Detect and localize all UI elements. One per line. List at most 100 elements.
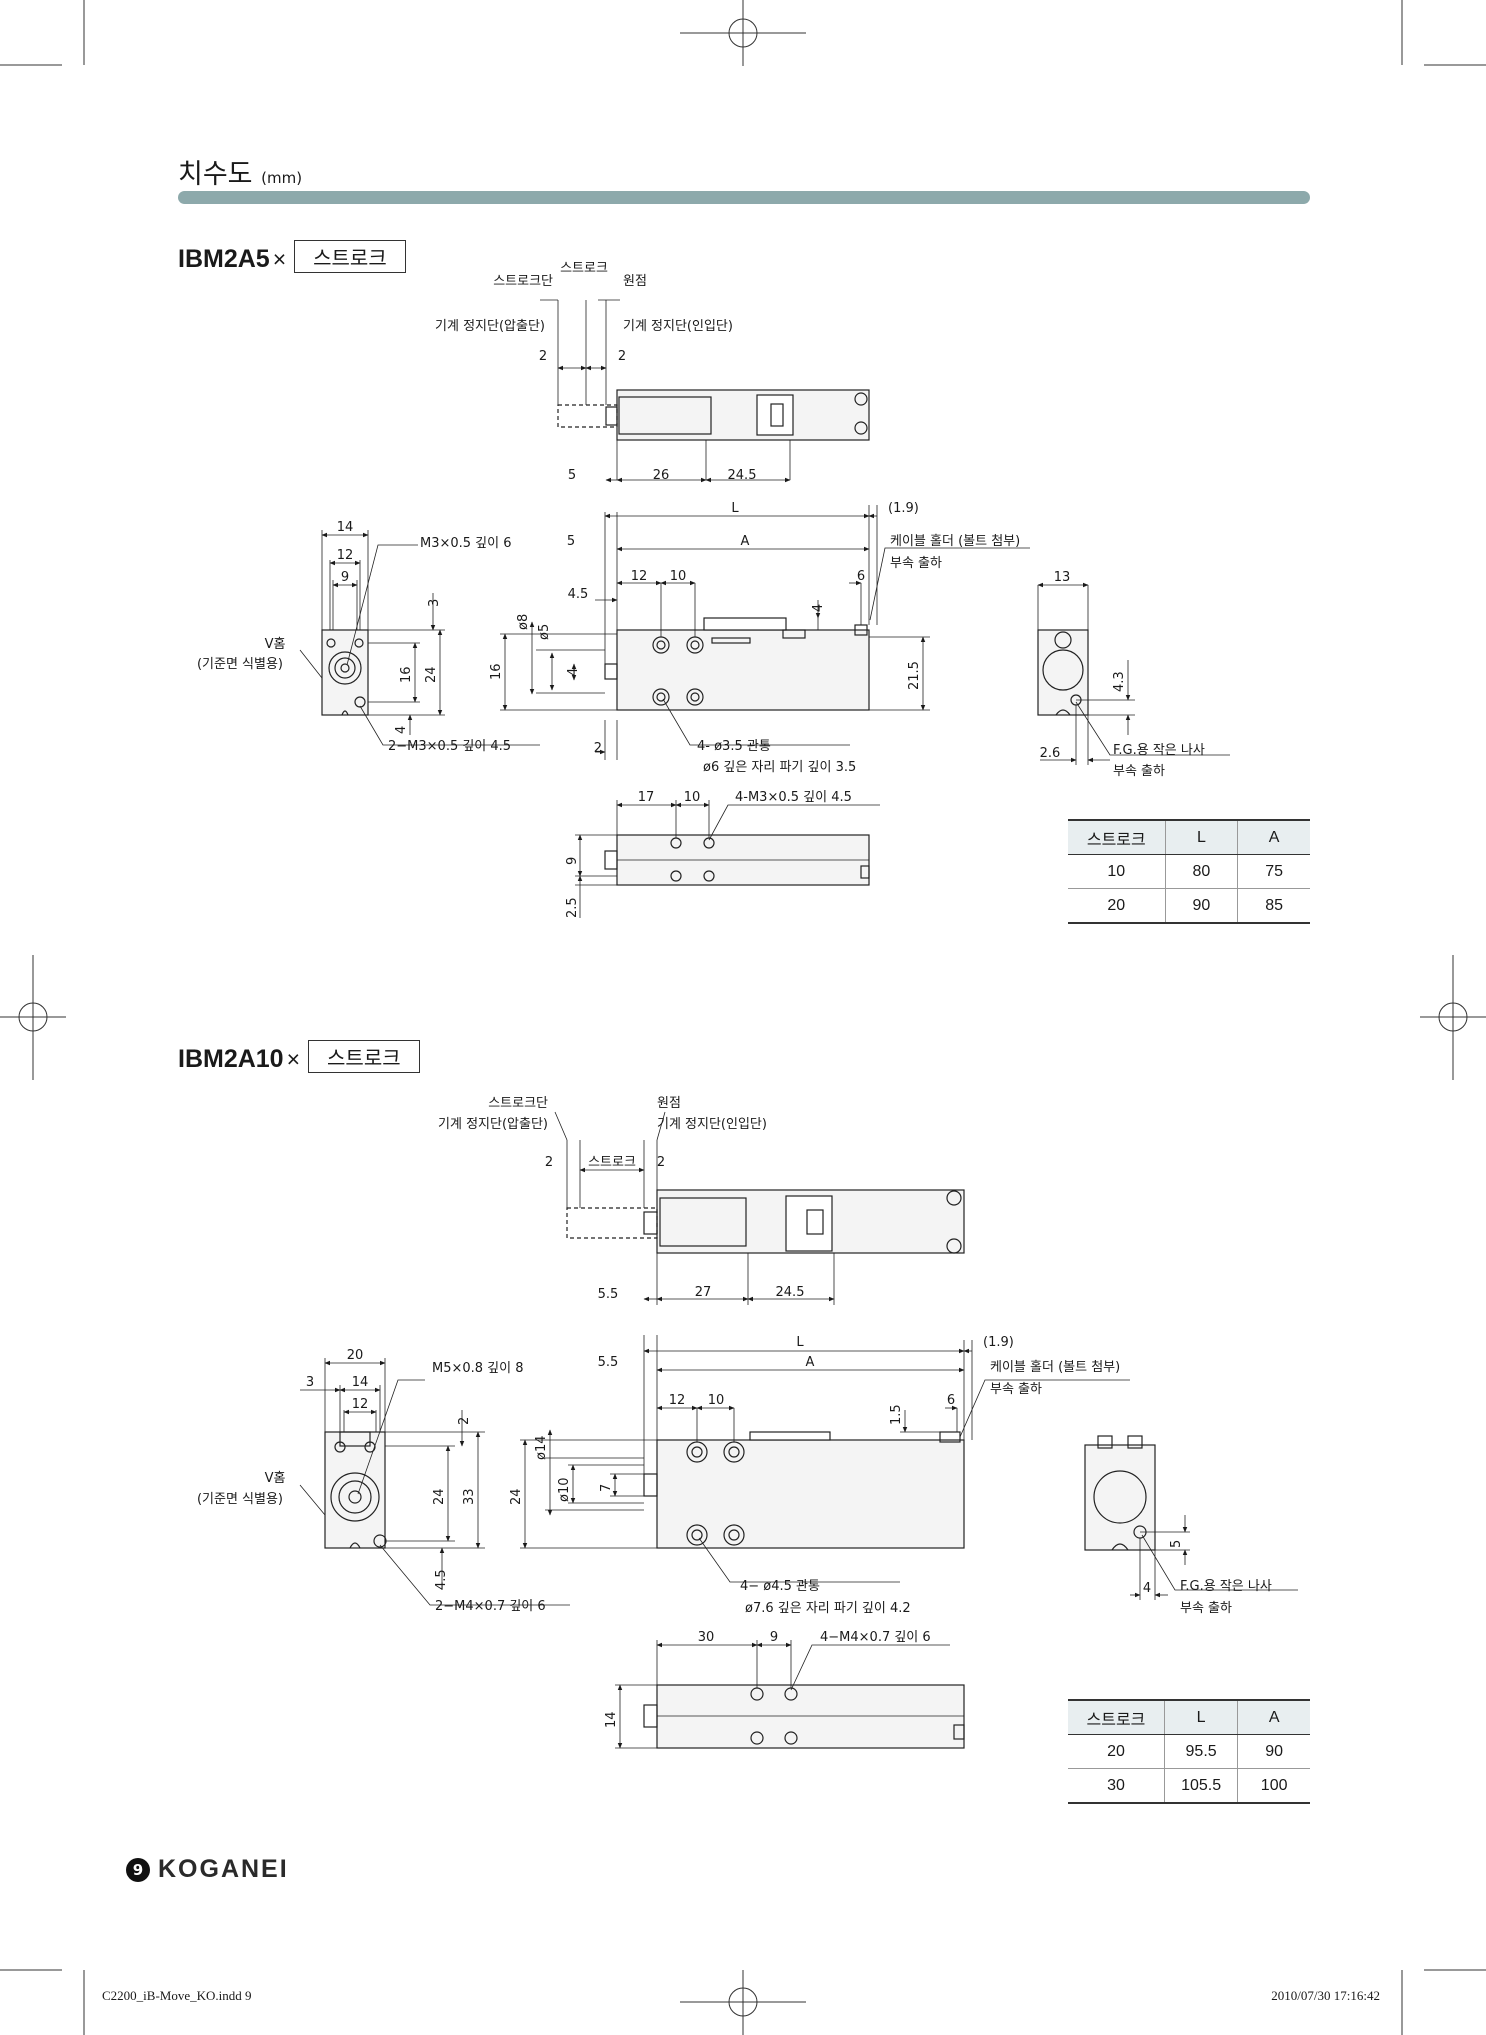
model-title-ibm2a10: IBM2A10×스트로크 bbox=[178, 1040, 420, 1074]
title-band bbox=[178, 191, 1310, 204]
ibm2a5-top-view: 스트로크단 스트로크 원점 기계 정지단(압출단) 기계 정지단(인입단) 2 … bbox=[435, 261, 870, 483]
dim-2b: 2 bbox=[618, 349, 626, 364]
brand-logo: KOGANEI bbox=[158, 1855, 289, 1883]
label-fg-accessory: 부속 출하 bbox=[1113, 764, 1165, 779]
dim-1-9: (1.9) bbox=[983, 1335, 1014, 1350]
label-mech-stop-in: 기계 정지단(인입단) bbox=[623, 319, 733, 334]
dim-12: 12 bbox=[669, 1393, 686, 1408]
dim-26: 26 bbox=[653, 468, 670, 483]
stroke-table-ibm2a10: 스트로크 L A 20 95.5 90 30 105.5 100 bbox=[1068, 1699, 1310, 1804]
dim-phi14: ø14 bbox=[534, 1436, 549, 1461]
label-m5-depth8: M5×0.8 깊이 8 bbox=[432, 1361, 524, 1376]
dim-27: 27 bbox=[695, 1285, 712, 1300]
dim-12: 12 bbox=[631, 569, 648, 584]
dim-4: 4 bbox=[394, 726, 409, 734]
dim-30: 30 bbox=[698, 1630, 715, 1645]
table-header: 스트로크 bbox=[1068, 819, 1166, 855]
dim-phi8: ø8 bbox=[516, 614, 531, 630]
dim-phi10: ø10 bbox=[557, 1478, 572, 1503]
dim-3: 3 bbox=[306, 1375, 314, 1390]
dim-24: 24 bbox=[432, 1488, 447, 1505]
label-origin: 원점 bbox=[657, 1096, 681, 1111]
dim-14b: 14 bbox=[604, 1711, 619, 1728]
dim-5: 5 bbox=[568, 468, 576, 483]
ibm2a5-end-view: 14 12 9 M3×0.5 깊이 6 V홈 (기준면 식별용) 3 16 24… bbox=[197, 520, 540, 754]
dim-24b: 24 bbox=[509, 1488, 524, 1505]
dim-2: 2 bbox=[457, 1417, 472, 1425]
label-v-groove: V홈 bbox=[265, 637, 286, 652]
dim-5-5: 5.5 bbox=[598, 1287, 619, 1302]
dim-12: 12 bbox=[337, 548, 354, 563]
label-stroke-end: 스트로크단 bbox=[493, 274, 553, 289]
dim-5-5b: 5.5 bbox=[598, 1355, 619, 1370]
dim-7: 7 bbox=[599, 1484, 614, 1492]
dim-L: L bbox=[796, 1335, 804, 1350]
label-stroke-end: 스트로크단 bbox=[488, 1096, 548, 1111]
unit-label: (mm) bbox=[261, 169, 303, 187]
dim-5-side: 5 bbox=[567, 534, 575, 549]
dim-4b: 4 bbox=[811, 604, 826, 612]
slug-file: C2200_iB-Move_KO.indd 9 bbox=[102, 1988, 252, 2003]
dim-14: 14 bbox=[337, 520, 354, 535]
dim-3: 3 bbox=[427, 599, 442, 607]
label-fg-screw: F.G.용 작은 나사 bbox=[1113, 743, 1205, 758]
label-mech-stop-out: 기계 정지단(압출단) bbox=[435, 319, 545, 334]
ibm2a5-bottom-view: 17 10 4-M3×0.5 깊이 4.5 9 2.5 bbox=[565, 790, 880, 918]
dim-phi5: ø5 bbox=[537, 624, 552, 640]
dim-2a: 2 bbox=[545, 1155, 553, 1170]
stroke-table-ibm2a5: 스트로크 L A 10 80 75 20 90 85 bbox=[1068, 819, 1310, 924]
label-accessory: 부속 출하 bbox=[890, 556, 942, 571]
ibm2a10-end-view: 20 3 14 12 M5×0.8 깊이 8 V홈 (기준면 식별용) 2 24… bbox=[197, 1348, 570, 1614]
dim-A: A bbox=[741, 534, 750, 549]
dim-24-5: 24.5 bbox=[776, 1285, 805, 1300]
dim-10: 10 bbox=[670, 569, 687, 584]
dim-A: A bbox=[806, 1355, 815, 1370]
dim-33: 33 bbox=[462, 1488, 477, 1505]
dim-2-6: 2.6 bbox=[1040, 746, 1061, 761]
dim-5: 5 bbox=[1169, 1540, 1184, 1548]
label-bottom-m4: 4−M4×0.7 깊이 6 bbox=[820, 1630, 931, 1645]
dim-6: 6 bbox=[857, 569, 865, 584]
label-m3-depth6: M3×0.5 깊이 6 bbox=[420, 536, 512, 551]
label-counterbore: ø6 깊은 자리 파기 깊이 3.5 bbox=[703, 760, 856, 775]
label-fg-screw: F.G.용 작은 나사 bbox=[1180, 1579, 1272, 1594]
dim-17: 17 bbox=[638, 790, 655, 805]
ibm2a5-rear-view: 13 4.3 2.6 F.G.용 작은 나사 부속 출하 bbox=[1037, 570, 1230, 779]
ibm2a10-bottom-view: 30 9 4−M4×0.7 깊이 6 14 bbox=[604, 1630, 965, 1749]
dim-24-5: 24.5 bbox=[728, 468, 757, 483]
label-counterbore: ø7.6 깊은 자리 파기 깊이 4.2 bbox=[745, 1601, 911, 1616]
label-cable-holder: 케이블 홀더 (볼트 첨부) bbox=[890, 534, 1020, 549]
slug-timestamp: 2010/07/30 17:16:42 bbox=[1271, 1988, 1380, 2003]
label-m4-depth6: 2−M4×0.7 깊이 6 bbox=[435, 1599, 546, 1614]
label-bottom-m3: 4-M3×0.5 깊이 4.5 bbox=[735, 790, 852, 805]
dim-9: 9 bbox=[341, 570, 349, 585]
dim-9b: 9 bbox=[565, 857, 580, 865]
dim-10: 10 bbox=[708, 1393, 725, 1408]
dim-16b: 16 bbox=[489, 663, 504, 680]
label-through-hole: 4- ø3.5 관통 bbox=[697, 739, 771, 754]
dim-13: 13 bbox=[1054, 570, 1071, 585]
dim-20: 20 bbox=[347, 1348, 364, 1363]
dim-2b: 2 bbox=[657, 1155, 665, 1170]
dim-1-5: 1.5 bbox=[889, 1404, 904, 1425]
table-row: 20 95.5 90 bbox=[1068, 1734, 1310, 1769]
dim-4-5: 4.5 bbox=[434, 1569, 449, 1590]
dim-10b: 10 bbox=[684, 790, 701, 805]
ibm2a10-rear-view: 5 4 F.G.용 작은 나사 부속 출하 bbox=[1084, 1435, 1298, 1616]
page-title: 치수도 (mm) bbox=[178, 159, 303, 190]
label-stroke-mid: 스트로크 bbox=[588, 1155, 636, 1170]
stroke-box: 스트로크 bbox=[294, 240, 406, 273]
table-header: A bbox=[1237, 819, 1310, 855]
dim-4c: 4 bbox=[566, 668, 581, 676]
label-v-groove: V홈 bbox=[265, 1471, 286, 1486]
label-through-hole: 4− ø4.5 관통 bbox=[740, 1579, 820, 1594]
label-stroke: 스트로크 bbox=[560, 261, 608, 276]
dim-2-5: 2.5 bbox=[565, 897, 580, 918]
table-row: 30 105.5 100 bbox=[1068, 1768, 1310, 1804]
label-ref-face: (기준면 식별용) bbox=[197, 1492, 283, 1507]
label-m3-depth45: 2−M3×0.5 깊이 4.5 bbox=[388, 739, 511, 754]
ibm2a5-side-view: L (1.9) A 5 4.5 12 10 6 케이블 홀더 (볼트 첨부) 부… bbox=[489, 501, 1030, 775]
dim-2c: 2 bbox=[594, 741, 602, 756]
